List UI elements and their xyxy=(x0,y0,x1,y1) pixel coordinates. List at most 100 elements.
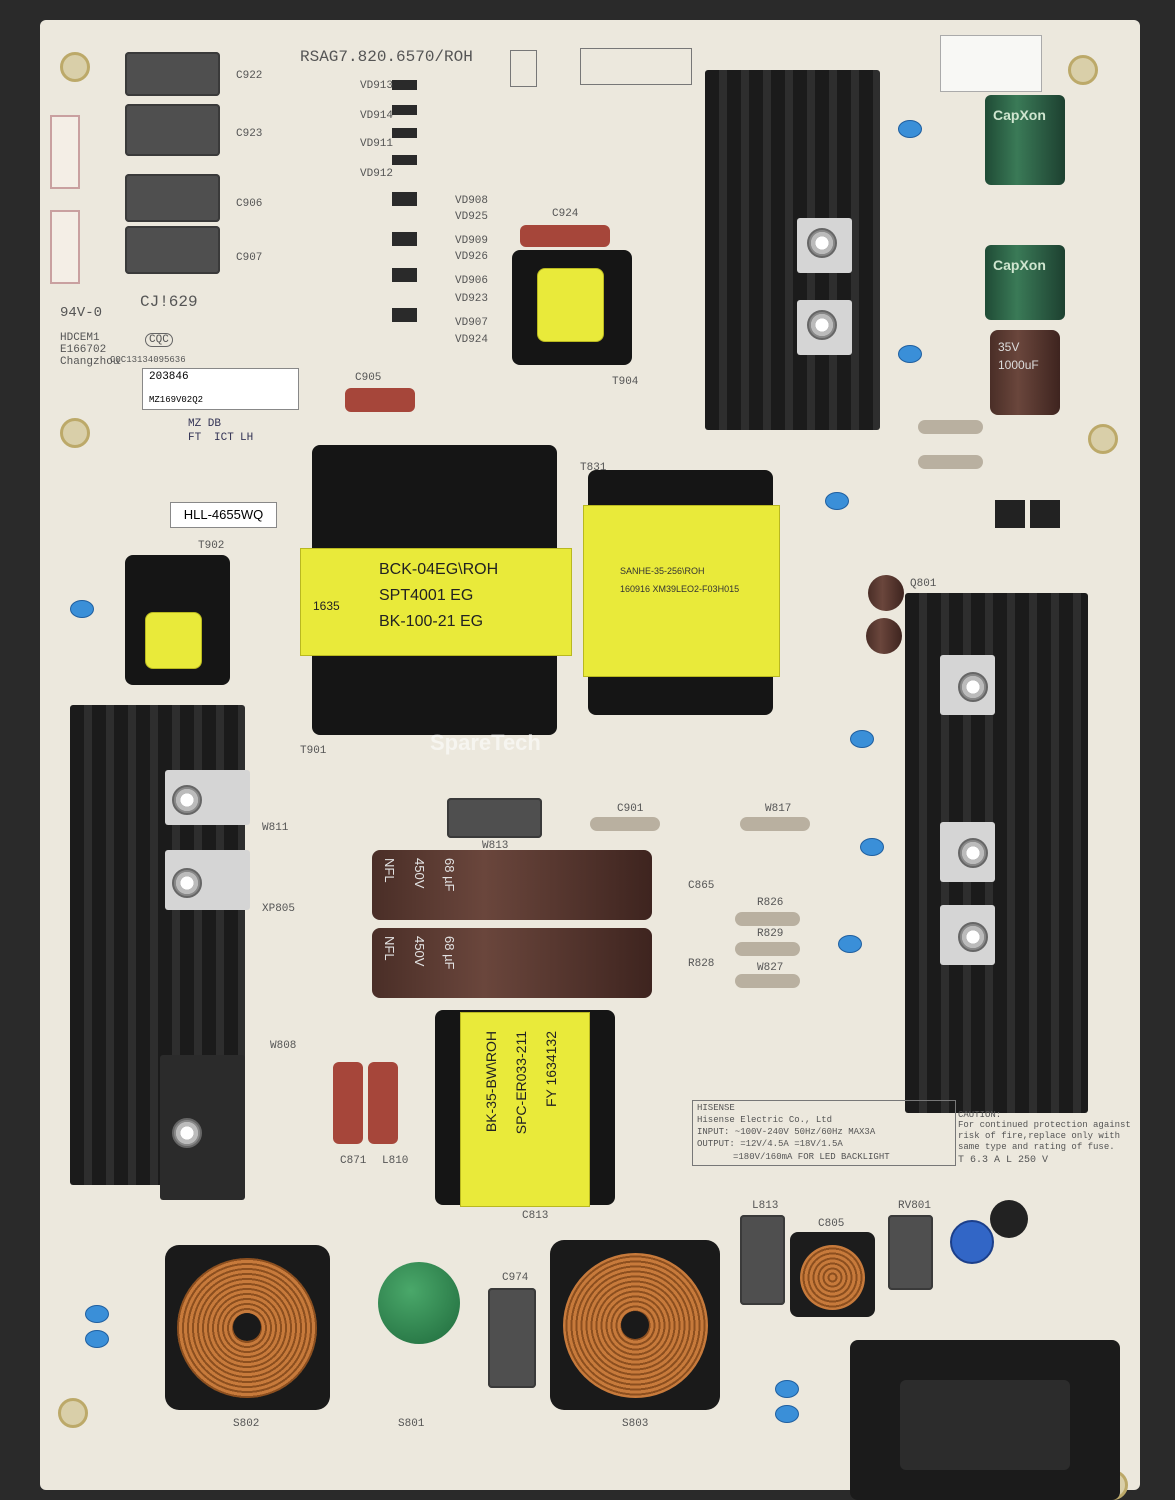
diode xyxy=(392,105,417,115)
qc-mark: ICT xyxy=(214,432,234,444)
refdes-label: XP805 xyxy=(262,903,296,915)
spec-input: INPUT: ~100V-240V 50Hz/60Hz MAX3A xyxy=(697,1127,876,1137)
bulk-capacitor: NFL 450V 68 µF xyxy=(372,928,652,998)
transformer-core xyxy=(145,612,202,669)
mounting-hole xyxy=(1068,55,1098,85)
fuse-rating: T 6.3 A L 250 V xyxy=(958,1155,1049,1166)
cap-value: 68 µF xyxy=(442,936,457,970)
refdes-label: VD925 xyxy=(455,211,489,223)
screw xyxy=(172,785,202,815)
refdes-label: W813 xyxy=(482,840,509,852)
cqc-code: CQC13134095636 xyxy=(110,355,186,365)
refdes-label: L810 xyxy=(382,1155,409,1167)
electrolytic-capacitor: CapXon xyxy=(985,245,1065,320)
refdes-label: VD911 xyxy=(360,138,394,150)
refdes-label: VD908 xyxy=(455,195,489,207)
transformer-core xyxy=(537,268,604,342)
resistor xyxy=(735,942,800,956)
connector-outline xyxy=(510,50,537,87)
transformer-text: SPT4001 EG xyxy=(379,587,474,604)
refdes-label: L813 xyxy=(752,1200,779,1212)
cap-value: 68 µF xyxy=(442,858,457,892)
refdes-label: C865 xyxy=(688,880,715,892)
ic-chip xyxy=(1030,500,1060,528)
refdes-label: Q801 xyxy=(910,578,937,590)
serial-sticker: 203846 MZ169V02Q2 xyxy=(142,368,299,410)
refdes-label: C922 xyxy=(236,70,263,82)
refdes-label: C905 xyxy=(355,372,382,384)
refdes-label: S802 xyxy=(233,1418,260,1430)
part-label: HLL-4655WQ xyxy=(170,502,277,528)
caution-title: CAUTION: xyxy=(958,1110,1002,1120)
diode xyxy=(392,268,417,282)
varistor xyxy=(950,1220,994,1264)
connector-block xyxy=(50,210,80,284)
refdes-label: S801 xyxy=(398,1418,425,1430)
resistor xyxy=(735,974,800,988)
cap-brand: NFL xyxy=(382,858,397,883)
screw xyxy=(958,922,988,952)
transformer-text: 160916 XM39LEO2-F03H015 xyxy=(620,584,740,594)
electrolytic-capacitor xyxy=(868,575,904,611)
refdes-label: VD924 xyxy=(455,334,489,346)
refdes-label: C901 xyxy=(617,803,644,815)
transformer-text: FY 1634132 xyxy=(543,1031,559,1108)
resistor xyxy=(918,455,983,469)
refdes-label: W808 xyxy=(270,1040,297,1052)
spec-maker: HISENSE xyxy=(697,1103,735,1113)
ceramic-capacitor xyxy=(860,838,884,856)
refdes-label: VD909 xyxy=(455,235,489,247)
film-capacitor xyxy=(488,1288,536,1388)
spec-backlight: =180V/160mA FOR LED BACKLIGHT xyxy=(733,1152,890,1162)
diode xyxy=(392,128,417,138)
refdes-label: W817 xyxy=(765,803,792,815)
electrolytic-capacitor: CapXon xyxy=(985,95,1065,185)
electrolytic-capacitor: 35V 1000uF xyxy=(990,330,1060,415)
bulk-capacitor: NFL 450V 68 µF xyxy=(372,850,652,920)
ceramic-capacitor xyxy=(70,600,94,618)
transformer-text: BK-35-BW\ROH xyxy=(483,1031,499,1133)
screw xyxy=(807,228,837,258)
cert-line: E166702 xyxy=(60,344,107,356)
flame-rating: 94V-0 xyxy=(60,305,103,321)
film-capacitor xyxy=(888,1215,933,1290)
ic-chip xyxy=(995,500,1025,528)
film-capacitor xyxy=(368,1062,398,1144)
connector xyxy=(940,35,1042,92)
ceramic-capacitor xyxy=(838,935,862,953)
refdes-label: C923 xyxy=(236,128,263,140)
heatsink xyxy=(705,70,880,430)
film-capacitor xyxy=(333,1062,363,1144)
diode xyxy=(392,155,417,165)
electrolytic-capacitor xyxy=(866,618,902,654)
connector-outline xyxy=(580,48,692,85)
cap-brand: CapXon xyxy=(993,257,1046,273)
relay xyxy=(125,226,220,274)
refdes-label: T902 xyxy=(198,540,225,552)
refdes-label: VD906 xyxy=(455,275,489,287)
spec-output: OUTPUT: =12V/4.5A =18V/1.5A xyxy=(697,1139,843,1149)
ceramic-capacitor xyxy=(775,1380,799,1398)
spec-company: Hisense Electric Co., Ltd xyxy=(697,1115,833,1125)
cap-spec: 1000uF xyxy=(998,358,1039,372)
ceramic-capacitor xyxy=(898,345,922,363)
cert-city: Changzhou xyxy=(60,356,120,368)
transformer-label: BCK-04EG\ROH SPT4001 EG BK-100-21 EG 163… xyxy=(300,548,572,656)
refdes-label: S803 xyxy=(622,1418,649,1430)
film-capacitor xyxy=(740,1215,785,1305)
transformer-text: BCK-04EG\ROH xyxy=(379,561,499,578)
board-model-label: RSAG7.820.6570/ROH xyxy=(300,48,473,66)
ceramic-capacitor xyxy=(85,1305,109,1323)
cap-spec: 35V xyxy=(998,340,1020,354)
screw xyxy=(807,310,837,340)
diode xyxy=(392,192,417,206)
refdes-label: R828 xyxy=(688,958,715,970)
refdes-label: VD914 xyxy=(360,110,394,122)
cqc-mark: CQC xyxy=(145,333,173,347)
refdes-label: T831 xyxy=(580,462,607,474)
mounting-hole xyxy=(60,52,90,82)
sticker-code: 203846 xyxy=(149,371,189,383)
qc-mark: FT xyxy=(188,432,202,444)
mounting-hole xyxy=(1088,424,1118,454)
resistor xyxy=(740,817,810,831)
